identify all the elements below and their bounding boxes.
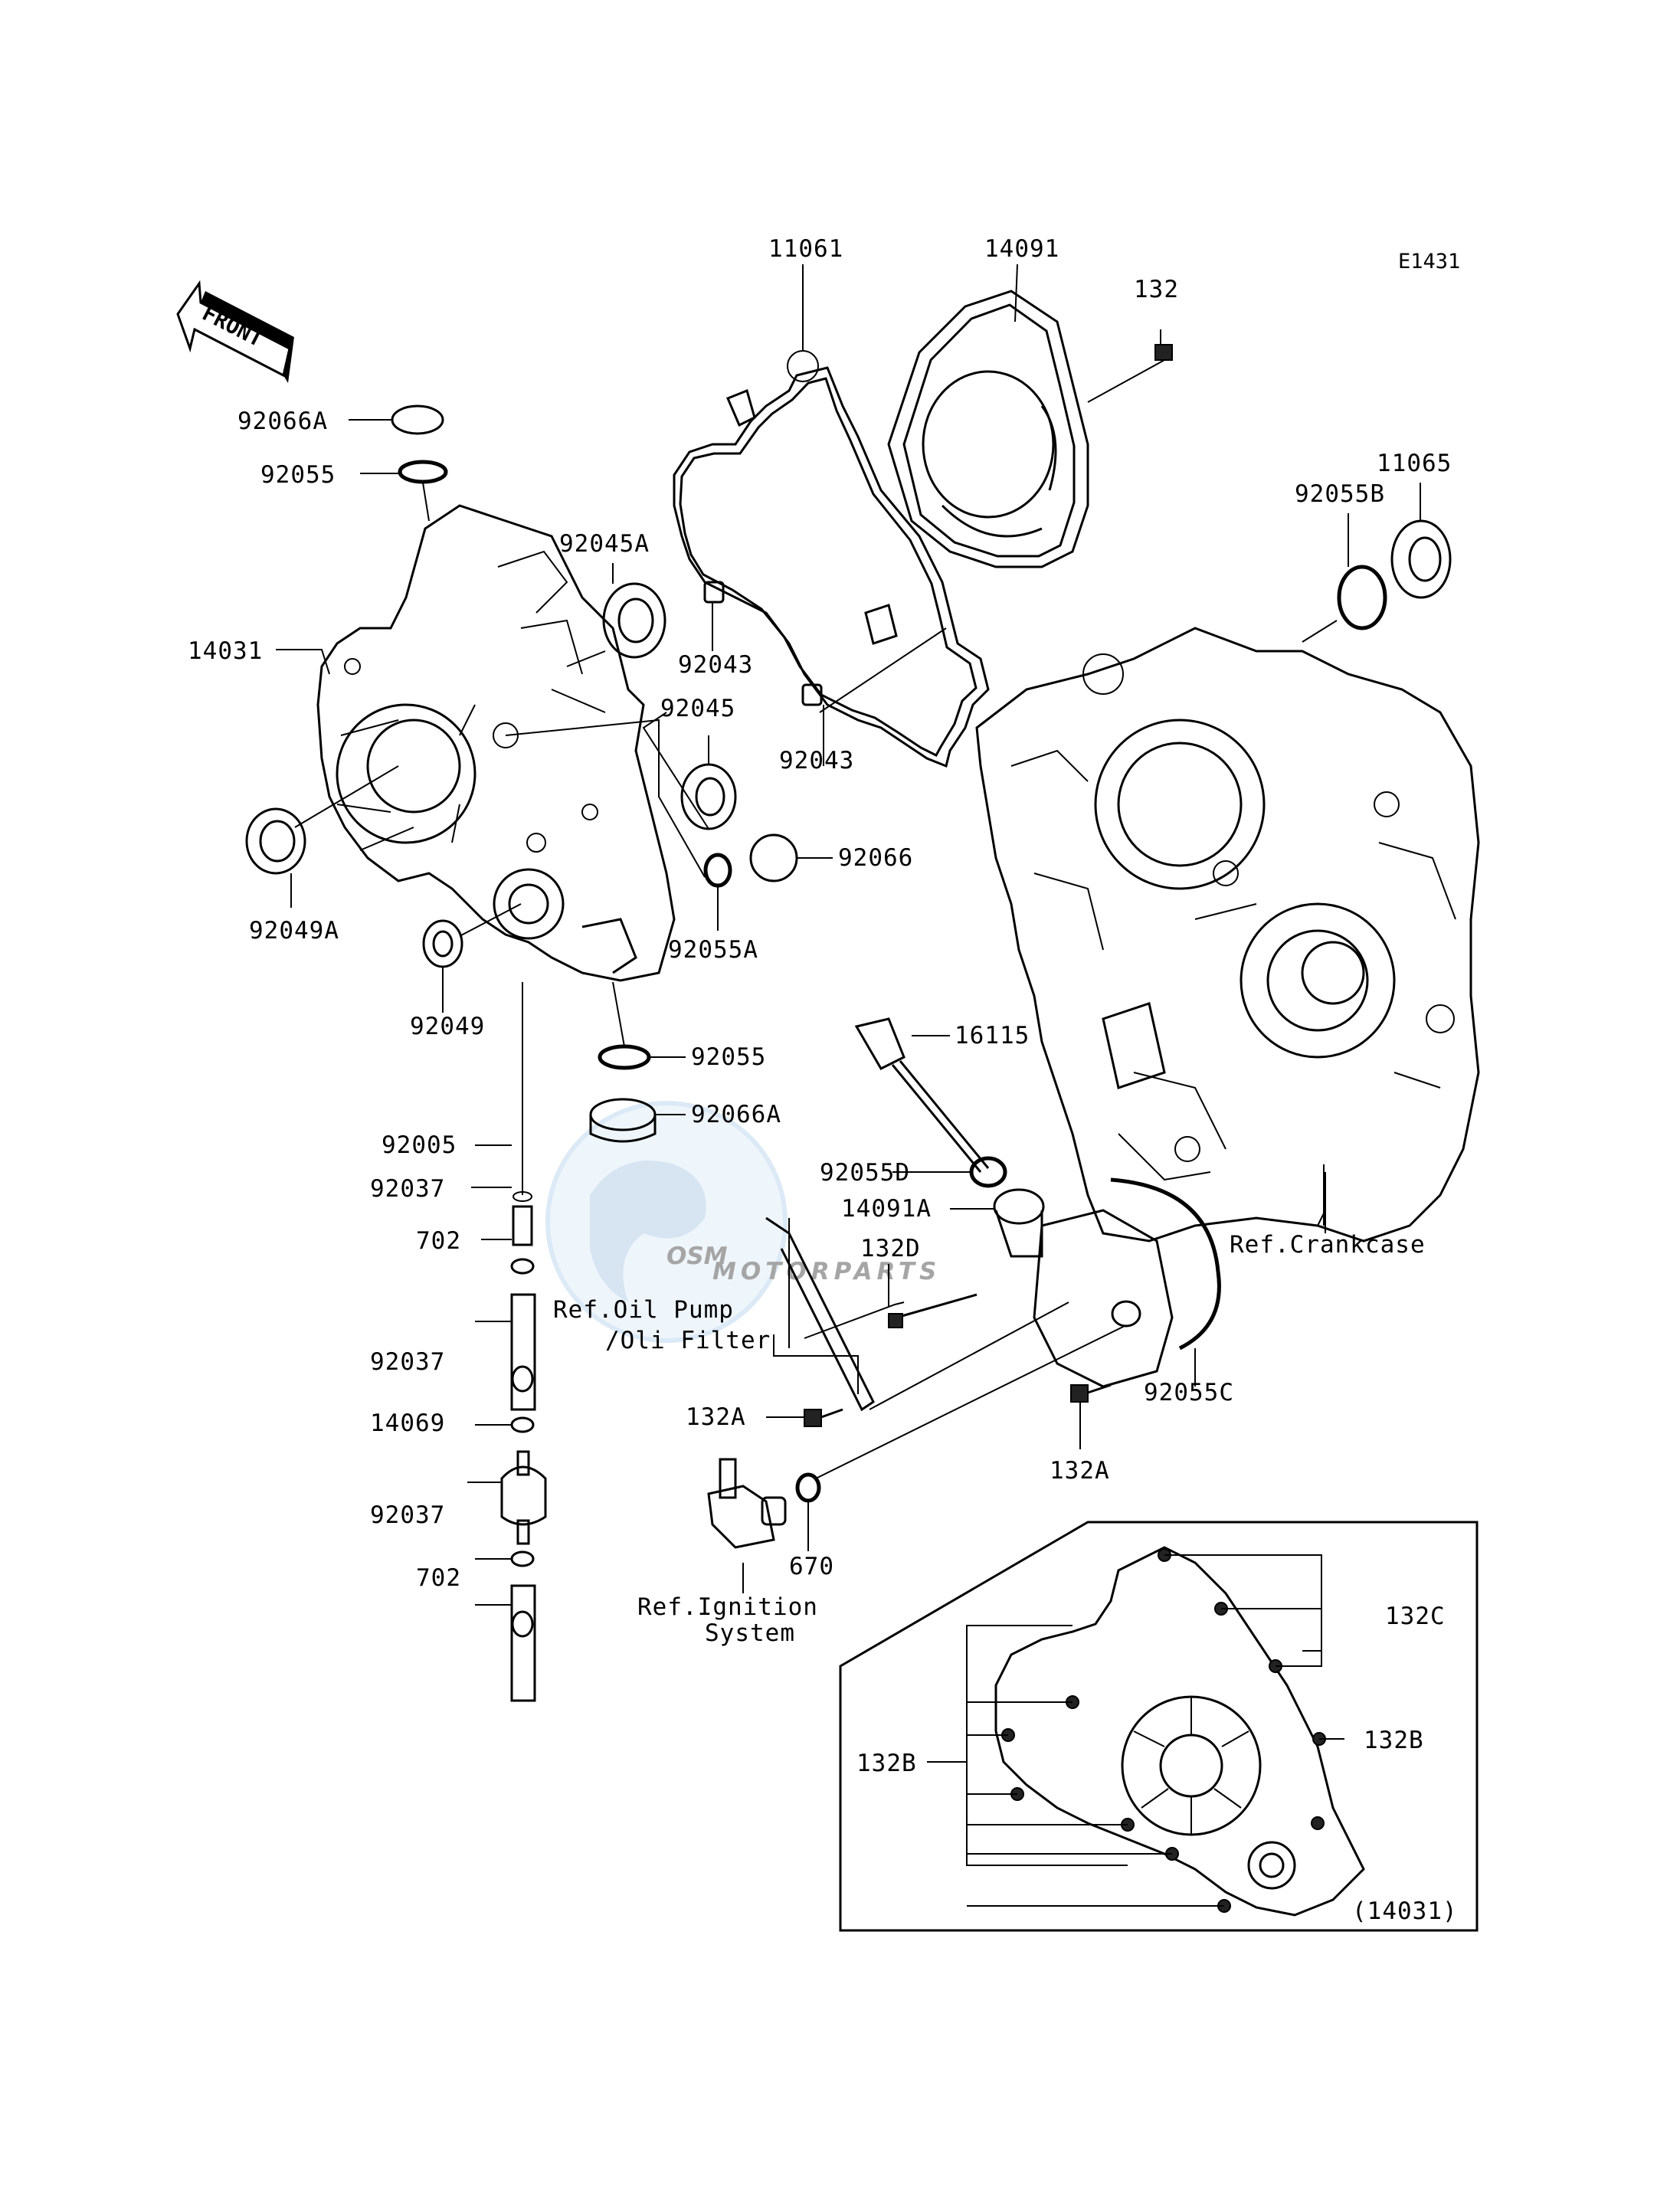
label-92005: 92005 bbox=[382, 1131, 457, 1159]
label-92049: 92049 bbox=[410, 1013, 485, 1040]
bearing-92045 bbox=[680, 763, 737, 830]
label-132A-left: 132A bbox=[686, 1403, 746, 1431]
o-ring-92055d bbox=[969, 1156, 1007, 1188]
left-crankcase-cover bbox=[316, 504, 676, 982]
bolt-132a-left bbox=[804, 1409, 822, 1427]
label-92055-top: 92055 bbox=[260, 461, 336, 489]
o-ring-92055c bbox=[1110, 1177, 1221, 1351]
filter-14069 bbox=[500, 1465, 547, 1526]
label-92045A: 92045A bbox=[559, 530, 650, 558]
inset-cover bbox=[994, 1546, 1365, 1917]
label-92066: 92066 bbox=[838, 844, 913, 872]
label-14069: 14069 bbox=[370, 1410, 445, 1437]
label-92066A-mid: 92066A bbox=[691, 1101, 781, 1128]
label-92055D: 92055D bbox=[820, 1159, 910, 1187]
o-ring-92055-mid bbox=[598, 1044, 651, 1070]
label-11061: 11061 bbox=[768, 235, 843, 263]
dowel-pin-92043-b bbox=[801, 683, 823, 706]
ref-crankcase: Ref.Crankcase bbox=[1230, 1231, 1426, 1259]
o-ring-92055a bbox=[703, 853, 732, 888]
watermark-globe-icon bbox=[545, 1101, 788, 1343]
hose-702-b bbox=[510, 1584, 536, 1702]
watermark-text: MOTORPARTS bbox=[712, 1258, 941, 1285]
label-92049A: 92049A bbox=[249, 917, 339, 945]
fitting-92005 bbox=[512, 1205, 533, 1246]
bolt-132d bbox=[896, 1293, 978, 1319]
ignition-sensor bbox=[707, 1458, 787, 1549]
o-ring-92055b bbox=[1337, 565, 1387, 630]
label-92037-a: 92037 bbox=[370, 1175, 445, 1203]
watermark: OSM MOTORPARTS bbox=[545, 1101, 941, 1343]
label-92037-b: 92037 bbox=[370, 1348, 445, 1376]
dipstick-16115 bbox=[854, 1017, 990, 1173]
hose-702-a bbox=[510, 1293, 536, 1411]
label-14031-ref: (14031) bbox=[1352, 1897, 1458, 1925]
label-92055C: 92055C bbox=[1144, 1379, 1234, 1406]
oil-seal-92049a bbox=[245, 807, 306, 875]
label-92066A-top: 92066A bbox=[237, 408, 328, 435]
label-92055B: 92055B bbox=[1295, 480, 1385, 508]
label-92043-a: 92043 bbox=[678, 651, 753, 679]
part-labels: 11061 14091 132 11065 92055B 92066A 9205… bbox=[188, 235, 1458, 1925]
label-14091A: 14091A bbox=[841, 1195, 932, 1223]
o-ring-670 bbox=[795, 1472, 821, 1503]
label-92055-mid: 92055 bbox=[691, 1043, 766, 1071]
label-670: 670 bbox=[789, 1553, 834, 1580]
ref-oil-pump-line2: /Oli Filter bbox=[605, 1327, 771, 1354]
label-16115: 16115 bbox=[955, 1022, 1030, 1049]
watermark-logo: OSM bbox=[666, 1243, 728, 1270]
label-132: 132 bbox=[1134, 276, 1179, 303]
front-arrow-icon: FRONT bbox=[176, 280, 294, 383]
oil-seal-92049 bbox=[422, 919, 463, 968]
label-92045: 92045 bbox=[660, 695, 735, 722]
plug-92066 bbox=[749, 833, 798, 882]
pulser-plate-14091 bbox=[887, 290, 1089, 568]
crankcase bbox=[975, 627, 1480, 1243]
ref-ignition-line2: System bbox=[705, 1619, 795, 1647]
clamp-92037-b bbox=[510, 1416, 535, 1433]
bolt-132a-right bbox=[1070, 1384, 1089, 1403]
oil-line-assembly bbox=[500, 1191, 547, 1702]
label-132C: 132C bbox=[1385, 1603, 1446, 1630]
bearing-92045a bbox=[602, 582, 666, 659]
o-ring-92055-top bbox=[398, 460, 448, 484]
label-702-a: 702 bbox=[416, 1227, 461, 1255]
inset-box bbox=[839, 1521, 1479, 1932]
bolt-132 bbox=[1154, 344, 1173, 361]
label-132B-left: 132B bbox=[856, 1750, 917, 1777]
label-132A-right: 132A bbox=[1050, 1457, 1110, 1485]
label-132B-right: 132B bbox=[1364, 1727, 1424, 1754]
label-702-b: 702 bbox=[416, 1564, 461, 1592]
ref-oil-pump-line1: Ref.Oil Pump bbox=[553, 1296, 734, 1324]
oil-seal-11065 bbox=[1390, 519, 1452, 599]
cover-14091a bbox=[993, 1188, 1174, 1388]
label-132D: 132D bbox=[860, 1235, 921, 1262]
label-14031: 14031 bbox=[188, 637, 263, 665]
ref-ignition-line1: Ref.Ignition bbox=[637, 1593, 818, 1621]
label-92055A: 92055A bbox=[668, 936, 758, 964]
label-11065: 11065 bbox=[1377, 450, 1452, 477]
clamp-92037-a bbox=[510, 1258, 535, 1275]
reference-labels: Ref.Crankcase Ref.Oil Pump /Oli Filter R… bbox=[553, 1231, 1426, 1647]
gasket-11061 bbox=[673, 350, 990, 768]
label-14091: 14091 bbox=[984, 235, 1059, 263]
clamp-92037-c bbox=[510, 1550, 535, 1567]
diagram-code: E1431 bbox=[1398, 250, 1460, 273]
label-92037-c: 92037 bbox=[370, 1501, 445, 1529]
label-92043-b: 92043 bbox=[779, 747, 854, 774]
dowel-pin-92043-a bbox=[703, 581, 725, 604]
plug-92066a-top bbox=[391, 404, 444, 435]
leader-lines bbox=[276, 264, 1421, 1606]
